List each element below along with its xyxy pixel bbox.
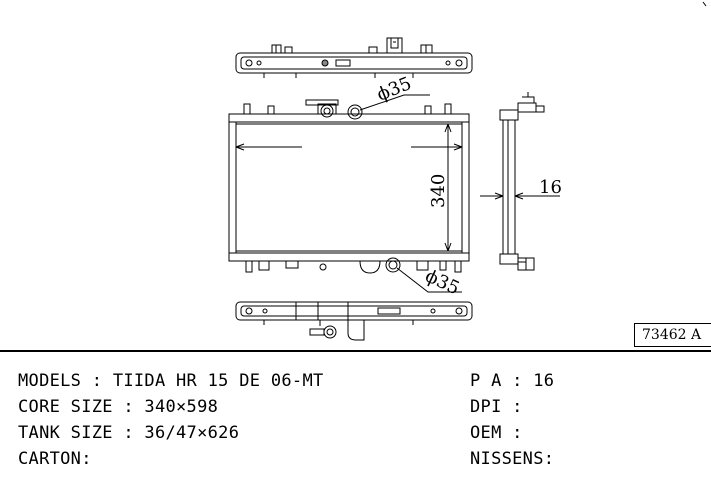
section-divider	[0, 350, 711, 352]
spec-oem: OEM :	[470, 423, 523, 443]
top-tank-view	[235, 37, 473, 78]
bottom-diameter-label: ϕ35	[422, 265, 463, 299]
top-diameter-label: ϕ35	[374, 73, 414, 106]
core-height-label: 340	[428, 174, 449, 208]
corner-mark	[702, 1, 707, 7]
spec-core-size: CORE SIZE : 340×598	[18, 397, 219, 417]
spec-tank-size: TANK SIZE : 36/47×626	[18, 423, 240, 443]
spec-carton: CARTON:	[18, 449, 92, 469]
radiator-side-view	[480, 92, 560, 271]
bottom-tank-view	[235, 301, 473, 341]
top-diameter-leader	[359, 94, 430, 111]
part-number-box: 73462 A	[634, 323, 711, 347]
spec-nissens: NISSENS:	[470, 449, 555, 469]
core-thickness-label: 16	[539, 177, 562, 198]
spec-models: MODELS : TIIDA HR 15 DE 06-MT	[18, 371, 324, 391]
part-number: 73462 A	[642, 327, 702, 343]
bottom-diameter-leader	[396, 267, 462, 293]
spec-pa: P A : 16	[470, 371, 555, 391]
radiator-front-view	[228, 99, 470, 274]
spec-dpi: DPI :	[470, 397, 523, 417]
radiator-technical-drawing: ϕ35 ϕ35 340 16	[228, 1, 707, 341]
